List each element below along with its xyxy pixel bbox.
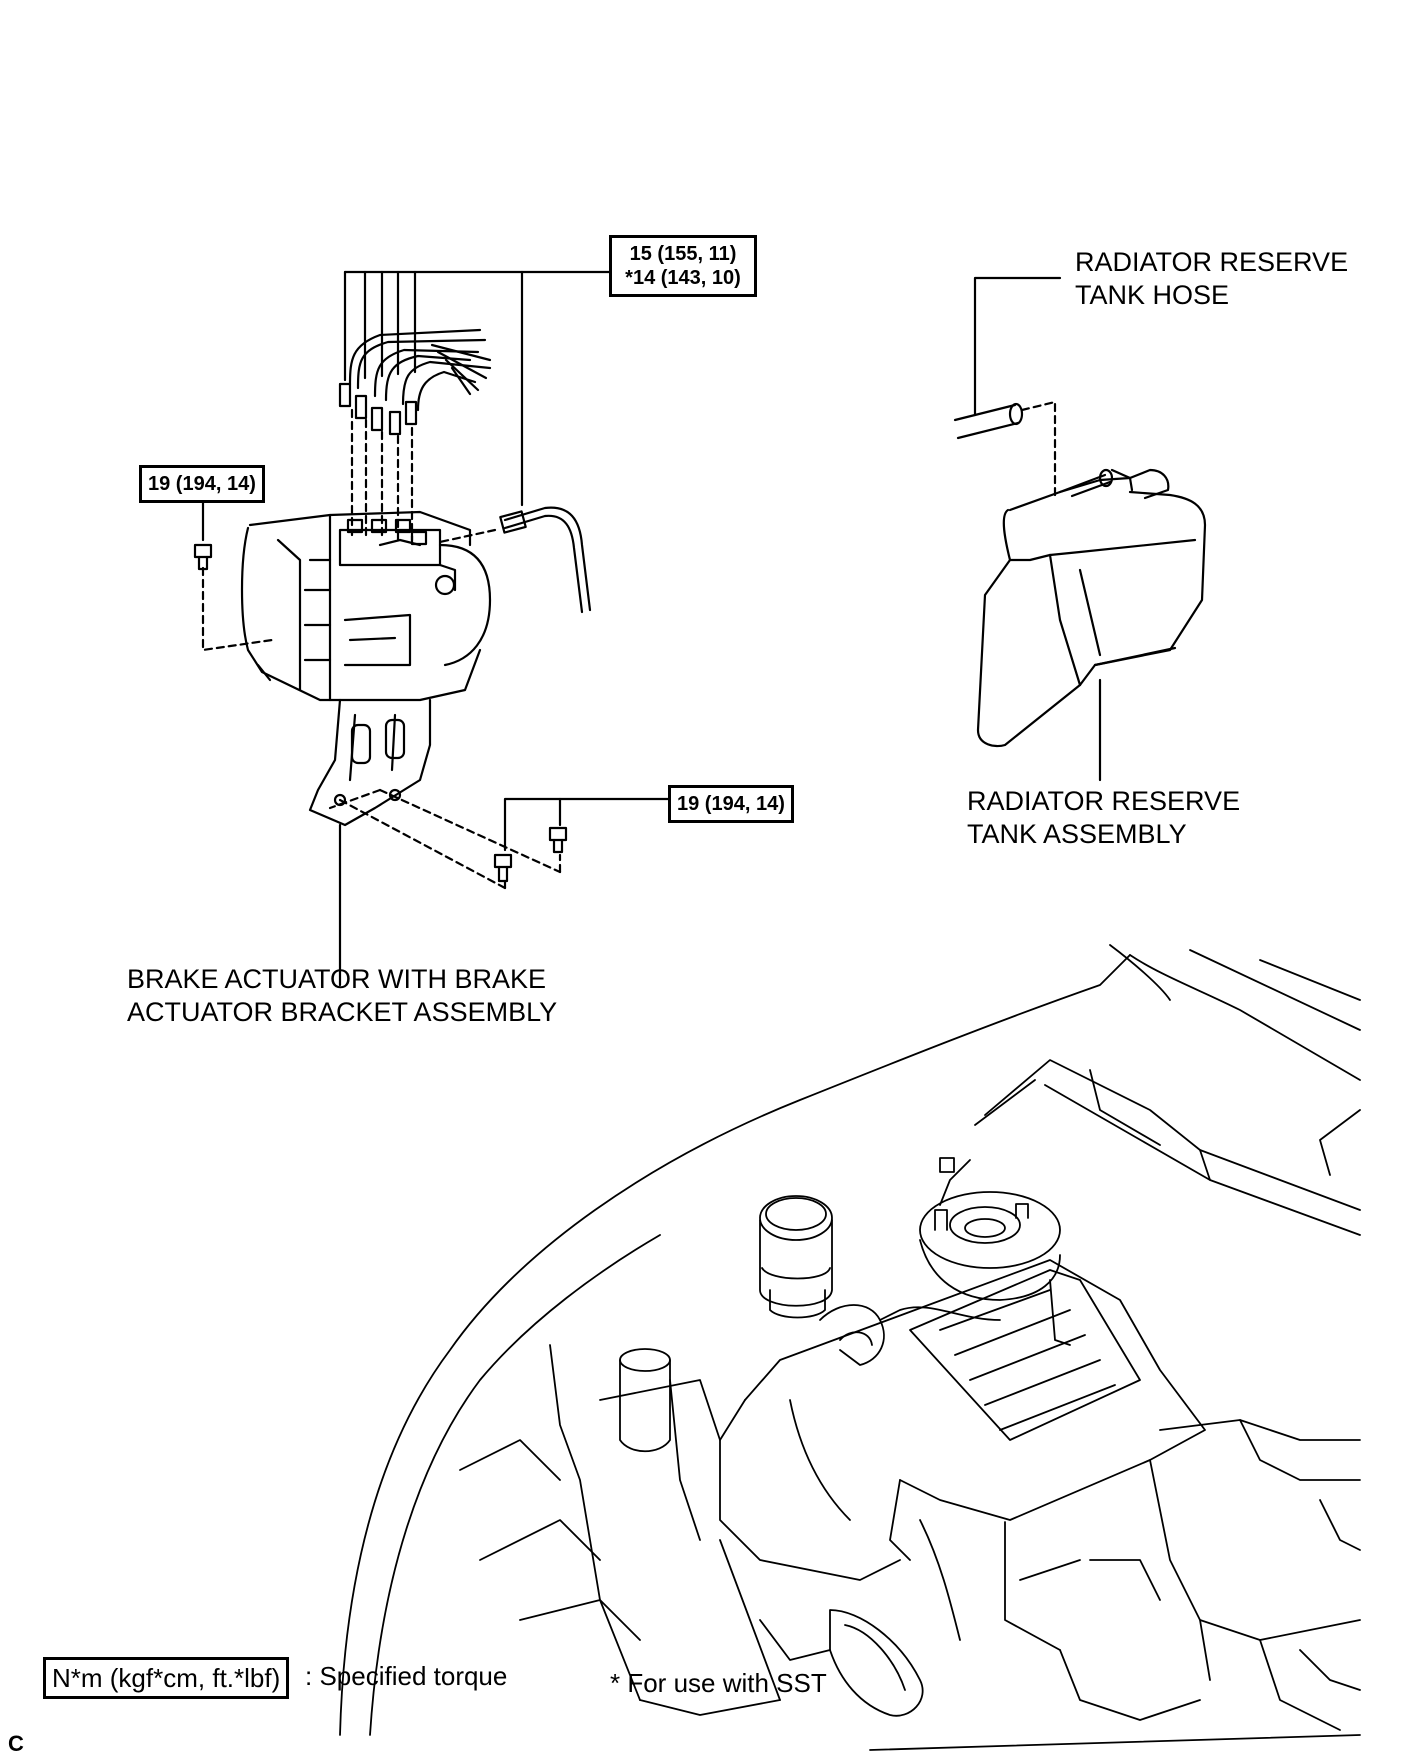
legend-sst-note: * For use with SST: [610, 1667, 827, 1700]
actuator-label-line2: ACTUATOR BRACKET ASSEMBLY: [127, 997, 558, 1027]
bolts: [193, 543, 568, 883]
hose-leader: [973, 276, 1062, 417]
torque-pipes-sst: *14 (143, 10): [625, 267, 741, 289]
tank-label-line2: TANK ASSEMBLY: [967, 819, 1187, 849]
legend-desc-text: : Specified torque: [305, 1661, 508, 1691]
label-radiator-reserve-tank-hose: RADIATOR RESERVE TANK HOSE: [1075, 246, 1348, 312]
hose-label-line2: TANK HOSE: [1075, 280, 1230, 310]
actuator-label-line1: BRAKE ACTUATOR WITH BRAKE: [127, 964, 547, 994]
torque-pipes-standard: 15 (155, 11): [629, 243, 737, 265]
brake-actuator-drawing: [193, 270, 670, 987]
alignment-dashes: [201, 408, 562, 895]
torque-box-pipes: 15 (155, 11) *14 (143, 10): [609, 235, 757, 297]
tank-label-line1: RADIATOR RESERVE: [967, 786, 1241, 816]
torque-leaders: [201, 493, 670, 987]
reserve-tank-drawing: [953, 276, 1207, 782]
torque-left-bolt-value: 19 (194, 14): [148, 473, 256, 495]
corner-code-text: C: [8, 1731, 24, 1756]
engine-bay-drawing: [339, 944, 1361, 1751]
actuator-body: [240, 510, 492, 702]
corner-code: C: [8, 1727, 24, 1760]
label-radiator-reserve-tank-assembly: RADIATOR RESERVE TANK ASSEMBLY: [967, 785, 1240, 851]
pipe-torque-leaders: [343, 270, 612, 507]
sst-note-text: * For use with SST: [610, 1668, 827, 1698]
hose-label-line1: RADIATOR RESERVE: [1075, 247, 1349, 277]
legend-unit-text: N*m (kgf*cm, ft.*lbf): [52, 1663, 281, 1693]
torque-box-bracket-bolt: 19 (194, 14): [668, 785, 794, 823]
torque-box-left-bolt: 19 (194, 14): [139, 465, 265, 503]
label-brake-actuator-assembly: BRAKE ACTUATOR WITH BRAKE ACTUATOR BRACK…: [127, 963, 557, 1029]
torque-bracket-bolt-value: 19 (194, 14): [677, 793, 785, 815]
actuator-bracket: [308, 698, 432, 827]
legend-specified-torque: : Specified torque: [305, 1660, 507, 1693]
legend-unit-box: N*m (kgf*cm, ft.*lbf): [43, 1657, 290, 1699]
brake-tubes: [338, 328, 592, 614]
